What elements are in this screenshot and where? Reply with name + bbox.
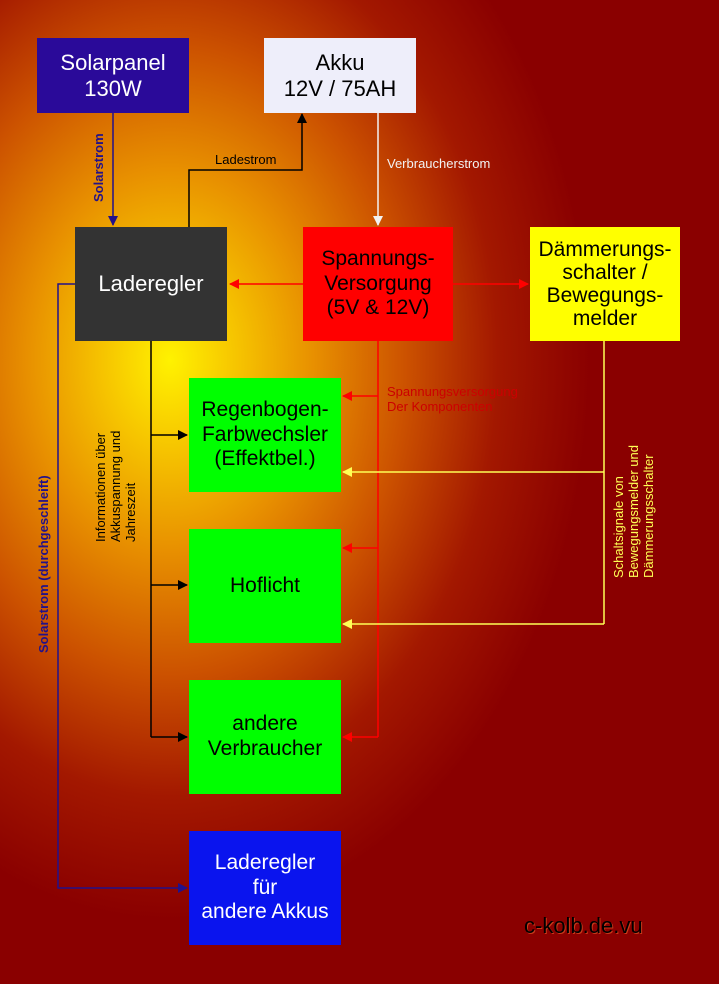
- solarpanel-box: Solarpanel 130W: [37, 38, 189, 113]
- regenbogen-line-2: Farbwechsler: [201, 422, 329, 446]
- regenbogen-line-3: (Effektbel.): [214, 447, 316, 471]
- akku-box: Akku 12V / 75AH: [264, 38, 416, 113]
- andere-line-2: Verbraucher: [207, 737, 323, 760]
- laderegler-line-1: Laderegler: [98, 271, 204, 297]
- laderegler2-line-2: für: [252, 875, 278, 899]
- informationen-label: Informationen über Akkuspannung und Jahr…: [93, 430, 139, 542]
- spannung-line-3: (5V & 12V): [326, 296, 430, 320]
- regenbogen-box: Regenbogen- Farbwechsler (Effektbel.): [189, 378, 341, 492]
- daemmerung-line-4: melder: [572, 307, 638, 331]
- hoflicht-line-1: Hoflicht: [229, 573, 301, 597]
- spannung-line-2: Versorgung: [324, 271, 432, 295]
- informationen-line-1: Informationen über: [93, 432, 108, 542]
- spannung-line-1: Spannungs-: [321, 246, 435, 270]
- daemmerung-line-3: Bewegungs-: [546, 284, 664, 307]
- schaltsignale-line-3: Dämmerungsschalter: [640, 454, 656, 578]
- laderegler2-line-1: Laderegler: [214, 850, 316, 874]
- schaltsignale-line-2: Bewegungsmelder und: [625, 445, 641, 578]
- informationen-line-2: Akkuspannung und: [107, 430, 123, 542]
- regenbogen-line-1: Regenbogen-: [201, 397, 329, 421]
- solarpanel-line-2: 130W: [84, 75, 142, 101]
- daemmerung-line-2: schalter /: [562, 260, 648, 284]
- laderegler2-line-3: andere Akkus: [201, 900, 329, 924]
- akku-line-1: Akku: [315, 49, 365, 75]
- solarstrom-label: Solarstrom: [91, 133, 106, 202]
- footer-credit: c-kolb.de.vu: [524, 913, 643, 938]
- solarstrom-durchgeschleift-label: Solarstrom (durchgeschleift): [36, 475, 51, 653]
- laderegler-andere-akkus-box: Laderegler für andere Akkus: [189, 831, 341, 945]
- schaltsignale-line-1: Schaltsignale von: [611, 476, 626, 578]
- wire-ladestrom: [188, 113, 307, 227]
- andere-verbraucher-box: andere Verbraucher: [189, 680, 341, 794]
- spannungsversorgung-label-line-2: Der Komponenten: [387, 398, 493, 414]
- andere-line-1: andere: [232, 712, 298, 736]
- verbraucherstrom-label: Verbraucherstrom: [387, 156, 491, 171]
- laderegler-box: Laderegler: [75, 227, 227, 341]
- spannungsversorgung-box: Spannungs- Versorgung (5V & 12V): [303, 227, 453, 341]
- daemmerung-line-1: Dämmerungs-: [538, 237, 672, 261]
- schaltsignale-label: Schaltsignale von Bewegungsmelder und Dä…: [611, 445, 657, 578]
- spannungsversorgung-label: Spannungsversorgung Der Komponenten: [387, 384, 518, 415]
- spannungsversorgung-label-line-1: Spannungsversorgung: [387, 384, 518, 399]
- hoflicht-box: Hoflicht: [189, 529, 341, 643]
- informationen-line-3: Jahreszeit: [122, 482, 138, 542]
- akku-line-2: 12V / 75AH: [283, 75, 397, 101]
- ladestrom-label: Ladestrom: [215, 152, 277, 167]
- daemmerungsschalter-box: Dämmerungs- schalter / Bewegungs- melder: [530, 227, 680, 341]
- wire-solarstrom-durch: [57, 283, 188, 893]
- solarpanel-line-1: Solarpanel: [60, 49, 166, 75]
